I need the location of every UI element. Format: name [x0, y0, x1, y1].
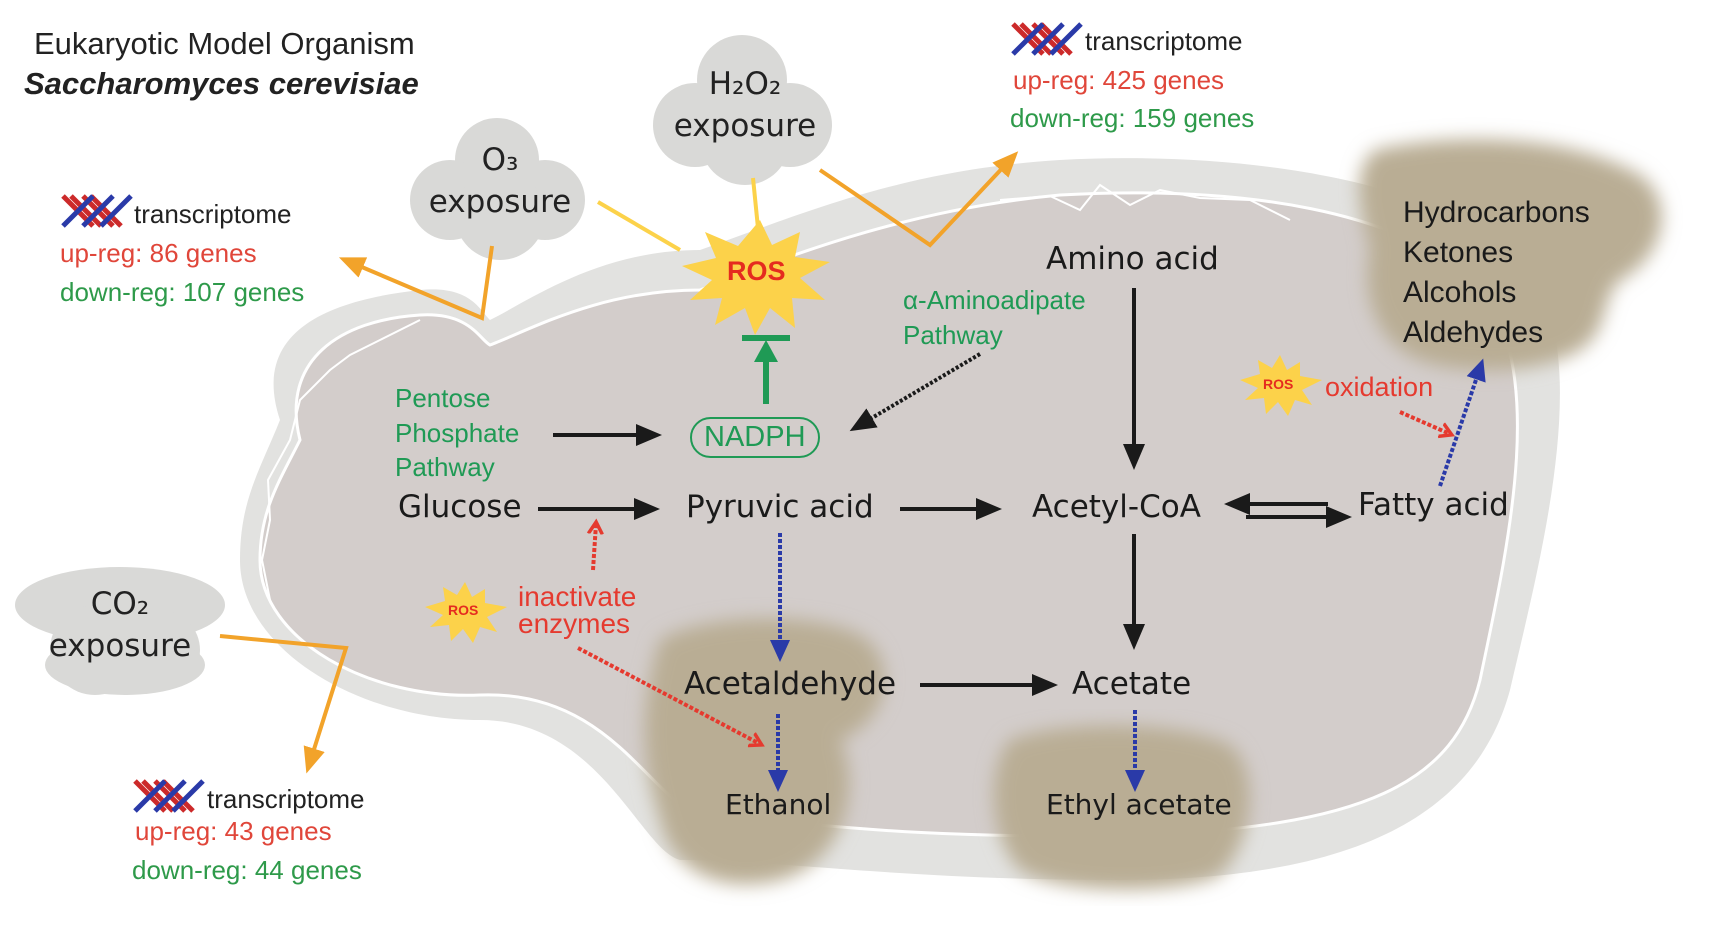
inactivate-enzymes-label: inactivate enzymes: [518, 581, 637, 639]
arrow-inactivate-ethanol-step: [577, 646, 760, 744]
node-acetate: Acetate: [1072, 666, 1192, 702]
ros-oxidation-label: ROS: [1263, 376, 1294, 392]
organism-name: Saccharomyces cerevisiae: [24, 66, 419, 101]
pentose-line-2: Phosphate: [395, 417, 520, 448]
inactivate-line-2: enzymes: [518, 607, 631, 639]
ros-star-icon: [682, 220, 830, 335]
exposure-co2: CO₂ exposure: [40, 584, 200, 668]
dna-icon-o3: [61, 194, 133, 228]
membrane-line: [260, 183, 1291, 601]
node-fatty-acid: Fatty acid: [1358, 487, 1509, 523]
volatile-products-list: Hydrocarbons Ketones Alcohols Aldehydes: [1403, 193, 1590, 353]
ros-enzymes-label: ROS: [448, 602, 479, 618]
aminoadipate-line-2: Pathway: [903, 319, 1003, 350]
oxidation-label: oxidation: [1325, 372, 1434, 402]
pentose-line-1: Pentose: [395, 383, 491, 413]
exposure-o3-label: exposure: [428, 183, 572, 220]
exposure-co2-label: exposure: [48, 627, 192, 664]
arrow-aminoadipate-to-nadph: [849, 352, 982, 432]
ros-star-oxidation-icon: [1240, 355, 1322, 416]
product-item: Alcohols: [1403, 275, 1517, 309]
pentose-line-3: Pathway: [395, 452, 495, 483]
cloud-co2: [15, 567, 225, 695]
node-ethyl-acetate: Ethyl acetate: [1046, 788, 1232, 821]
aminoadipate-line-1: α-Aminoadipate: [903, 285, 1086, 315]
exposure-o3: O₃ exposure: [420, 140, 580, 224]
transcriptome-h2o2-down: down-reg: 159 genes: [1010, 103, 1255, 133]
cell-body: [258, 191, 1519, 838]
volatile-blob-acetaldehyde: [645, 618, 885, 885]
volatile-blob-products: [1359, 139, 1662, 371]
exposure-co2-formula: CO₂: [90, 586, 150, 622]
nadph-node: NADPH: [690, 417, 820, 458]
ray-o3-to-ros: [596, 200, 682, 252]
arrow-inactivate-glucose-step: [593, 524, 596, 571]
page-title: Eukaryotic Model Organism: [34, 26, 415, 61]
node-glucose: Glucose: [398, 489, 522, 525]
arrow-oxidation: [1399, 410, 1450, 434]
node-amino-acid: Amino acid: [1046, 241, 1219, 277]
transcriptome-o3-label: transcriptome: [134, 199, 292, 229]
nadph-inhibits-ros-arrowhead: [754, 340, 778, 362]
transcriptome-co2-label: transcriptome: [207, 784, 365, 814]
exposure-h2o2: H₂O₂ exposure: [665, 64, 825, 148]
ros-star-enzymes-icon: [425, 582, 507, 643]
transcriptome-o3-down: down-reg: 107 genes: [60, 277, 305, 307]
product-item: Aldehydes: [1403, 315, 1544, 349]
exposure-o3-formula: O₃: [481, 142, 519, 178]
node-pyruvic-acid: Pyruvic acid: [686, 489, 874, 525]
inactivate-line-1: inactivate: [518, 581, 637, 612]
cloud-h2o2: [653, 35, 832, 185]
transcriptome-co2-up: up-reg: 43 genes: [135, 816, 332, 846]
node-acetyl-coa: Acetyl-CoA: [1032, 489, 1201, 525]
cloud-o3: [410, 118, 585, 260]
arrow-h2o2-to-transcriptome: [818, 151, 1019, 248]
node-acetaldehyde: Acetaldehyde: [684, 666, 897, 702]
arrow-co2-to-transcriptome: [219, 634, 349, 774]
aminoadipate-pathway: α-Aminoadipate Pathway: [903, 283, 1086, 352]
transcriptome-h2o2-label: transcriptome: [1085, 26, 1243, 56]
ros-label: ROS: [727, 256, 786, 286]
product-item: Hydrocarbons: [1403, 196, 1590, 229]
volatile-blob-ethyl-acetate: [993, 725, 1250, 890]
arrow-o3-to-transcriptome: [338, 245, 494, 321]
transcriptome-h2o2-up: up-reg: 425 genes: [1013, 65, 1225, 95]
ray-h2o2-to-ros: [751, 177, 760, 229]
exposure-h2o2-formula: H₂O₂: [708, 66, 782, 102]
pentose-phosphate-pathway: Pentose Phosphate Pathway: [395, 381, 519, 485]
dna-icon-h2o2: [1011, 22, 1083, 56]
product-item: Ketones: [1403, 235, 1514, 269]
transcriptome-co2-down: down-reg: 44 genes: [132, 855, 362, 885]
exposure-h2o2-label: exposure: [673, 107, 817, 144]
arrow-fattyacid-to-products: [1438, 358, 1486, 487]
transcriptome-o3-up: up-reg: 86 genes: [60, 238, 257, 268]
dna-icon-co2: [133, 779, 205, 813]
node-ethanol: Ethanol: [725, 788, 832, 821]
